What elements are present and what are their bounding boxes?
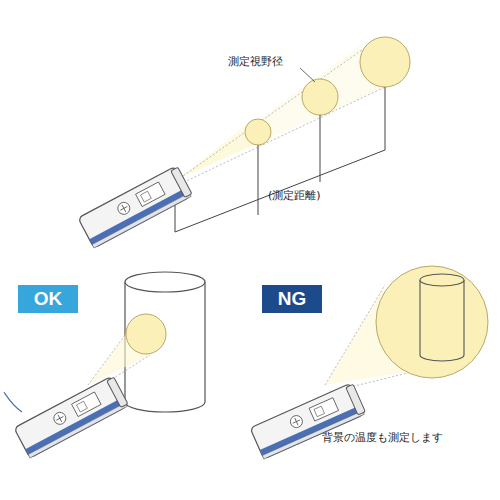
badge-text: OK <box>34 288 63 310</box>
ok-figure <box>4 272 205 458</box>
ng-figure <box>250 266 488 459</box>
top-figure <box>78 37 410 248</box>
annotation-label: 背景の温度も測定します <box>322 430 443 445</box>
badge-text: NG <box>278 288 307 310</box>
annotation-label: 測定視野径 <box>228 54 283 69</box>
badge-box: OK <box>18 285 78 313</box>
annotation-label: (測定距離) <box>268 188 321 203</box>
badge-box: NG <box>262 285 322 313</box>
